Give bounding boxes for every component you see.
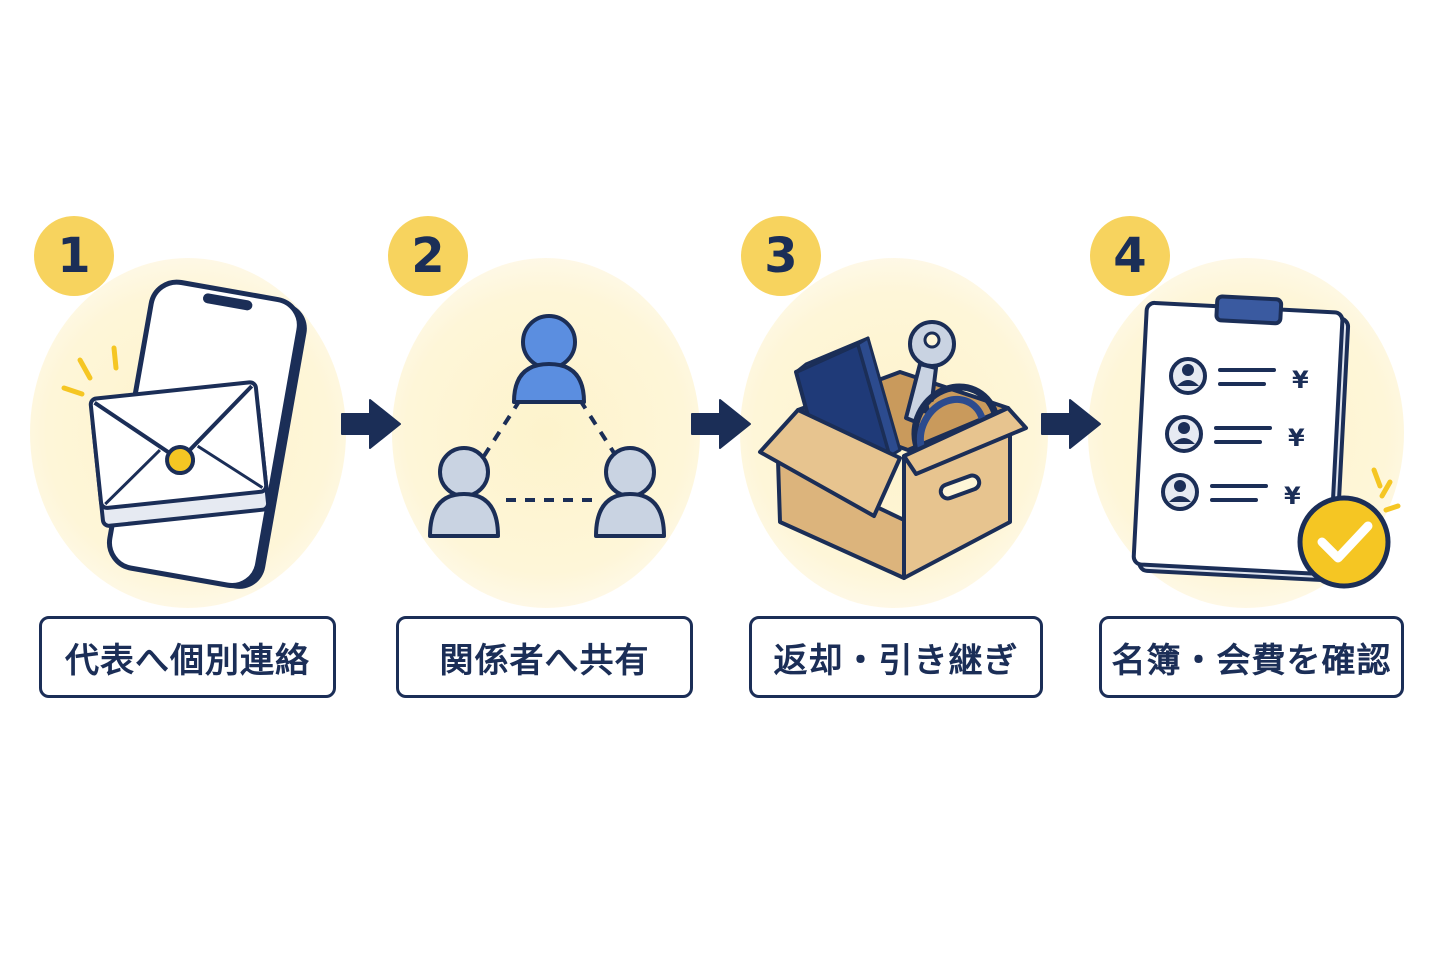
sparkle-icon <box>1371 467 1401 513</box>
step-label: 関係者へ共有 <box>396 616 693 698</box>
roster-row-2: ¥ <box>1165 415 1305 453</box>
step-number-badge: 3 <box>741 216 821 296</box>
step-number-badge: 2 <box>388 216 468 296</box>
box-with-items-icon <box>758 320 1028 580</box>
roster-row-1: ¥ <box>1169 357 1309 395</box>
arrow-right-icon <box>1041 399 1101 449</box>
step-number-badge: 4 <box>1090 216 1170 296</box>
step-number-badge: 1 <box>34 216 114 296</box>
people-network-icon <box>428 314 666 538</box>
arrow-right-icon <box>341 399 401 449</box>
person-icon-left <box>428 446 500 538</box>
check-circle-icon <box>1297 495 1391 589</box>
smartphone-envelope-icon <box>61 279 307 589</box>
currency-symbol: ¥ <box>1284 482 1301 510</box>
sparkle-icon <box>61 345 119 397</box>
currency-symbol: ¥ <box>1292 366 1309 394</box>
person-icon-right <box>594 446 666 538</box>
step-label: 代表へ個別連絡 <box>39 616 336 698</box>
step-label: 返却・引き継ぎ <box>749 616 1043 698</box>
arrow-right-icon <box>691 399 751 449</box>
clipboard-roster-check-icon: ¥ ¥ ¥ <box>1131 294 1401 589</box>
currency-symbol: ¥ <box>1288 424 1305 452</box>
person-icon-top <box>512 314 586 404</box>
roster-row-3: ¥ <box>1161 473 1301 511</box>
step-label: 名簿・会費を確認 <box>1099 616 1404 698</box>
